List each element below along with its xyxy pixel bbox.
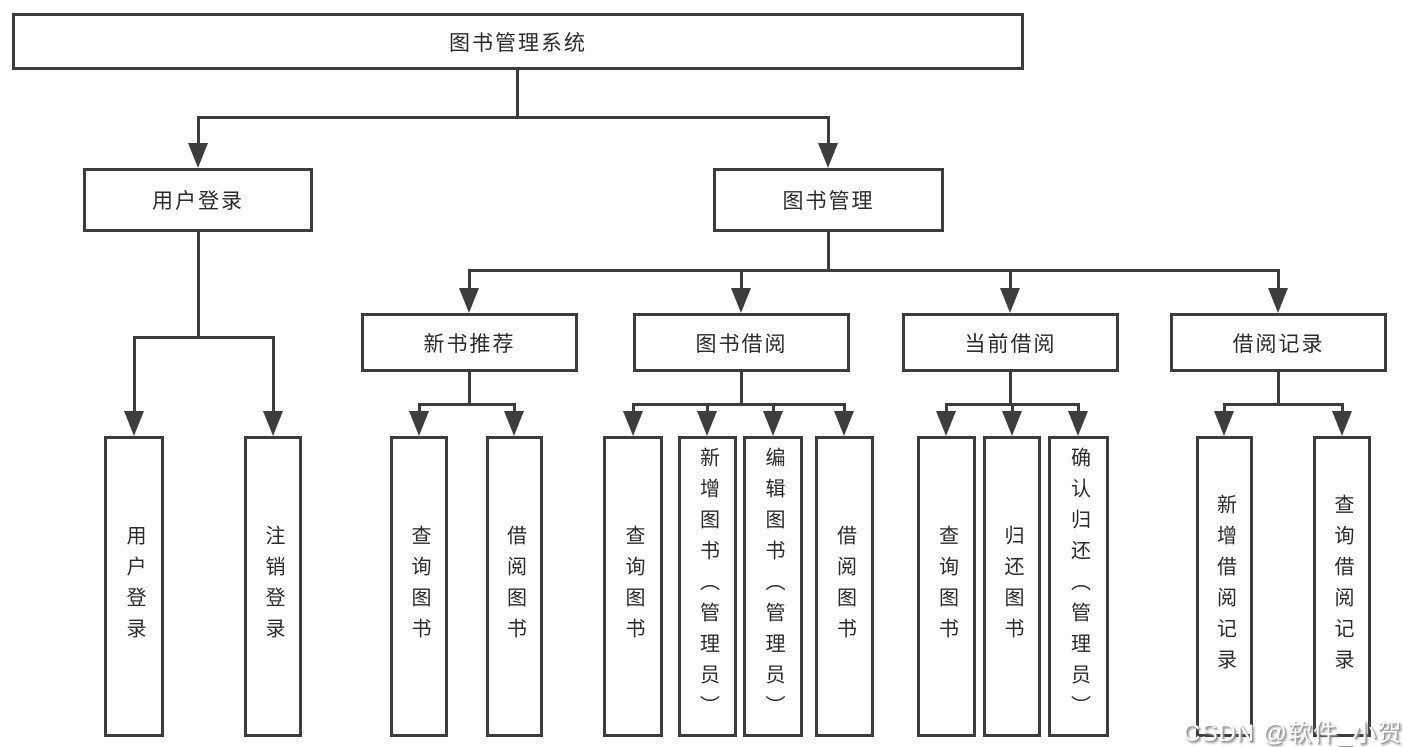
- connector-line-v: [1011, 403, 1014, 415]
- connector-line-v: [827, 118, 830, 148]
- connector-line-v: [133, 336, 136, 414]
- node-label: 新增借阅记录: [1213, 493, 1236, 680]
- arrow-down-icon: [818, 143, 838, 168]
- node-edit-books-admin: 编辑图书（管理员）: [743, 436, 803, 737]
- arrow-down-icon: [731, 288, 751, 313]
- arrow-down-icon: [1214, 411, 1234, 436]
- connector-line-v: [1009, 372, 1012, 406]
- node-return-books: 归还图书: [983, 436, 1041, 737]
- node-label: 图书管理: [782, 190, 875, 213]
- node-library-management-system: 图书管理系统: [12, 13, 1024, 70]
- connector-line-v: [1009, 269, 1012, 293]
- connector-line-v: [772, 403, 775, 415]
- connector-line-v: [468, 269, 471, 293]
- arrow-down-icon: [834, 411, 854, 436]
- connector-line-v: [1277, 372, 1280, 406]
- connector-line-v: [827, 232, 830, 272]
- arrow-down-icon: [1000, 288, 1020, 313]
- arrow-down-icon: [1268, 288, 1288, 313]
- arrow-down-icon: [124, 411, 144, 436]
- node-query-books-borrowing: 查询图书: [603, 436, 663, 737]
- node-new-book-recommend: 新书推荐: [361, 313, 578, 372]
- node-current-borrowing: 当前借阅: [902, 313, 1119, 372]
- node-label: 借阅图书: [833, 524, 856, 649]
- connector-line-v: [516, 70, 519, 119]
- node-label: 新增图书（管理员）: [696, 447, 719, 726]
- connector-line-v: [197, 118, 200, 148]
- node-borrow-books-recommend: 借阅图书: [486, 436, 543, 737]
- arrow-down-icon: [188, 143, 208, 168]
- connector-line-v: [843, 403, 846, 415]
- node-book-borrowing: 图书借阅: [633, 313, 850, 372]
- arrow-down-icon: [504, 411, 524, 436]
- connector-line-v: [418, 403, 421, 415]
- arrow-down-icon: [623, 411, 643, 436]
- connector-line-v: [272, 336, 275, 414]
- connector-line-h: [632, 403, 846, 406]
- node-add-books-admin: 新增图书（管理员）: [678, 436, 737, 737]
- arrow-down-icon: [459, 288, 479, 313]
- arrow-down-icon: [936, 411, 956, 436]
- node-add-borrow-record: 新增借阅记录: [1196, 436, 1253, 737]
- arrow-down-icon: [1002, 411, 1022, 436]
- node-label: 编辑图书（管理员）: [762, 447, 784, 726]
- connector-line-v: [632, 403, 635, 415]
- connector-line-v: [468, 372, 471, 406]
- node-label: 借阅图书: [503, 524, 526, 649]
- arrow-down-icon: [263, 411, 283, 436]
- node-label: 用户登录: [152, 190, 244, 213]
- connector-line-v: [197, 232, 200, 339]
- arrow-down-icon: [1332, 411, 1352, 436]
- node-label: 归还图书: [1001, 524, 1023, 649]
- connector-line-h: [197, 116, 830, 119]
- connector-line-v: [1341, 403, 1344, 415]
- node-label: 查询图书: [935, 524, 958, 649]
- node-label: 图书管理系统: [449, 31, 587, 55]
- node-label: 用户登录: [123, 524, 145, 649]
- node-borrowing-records: 借阅记录: [1170, 313, 1387, 372]
- node-label: 注销登录: [262, 524, 284, 649]
- node-label: 当前借阅: [964, 332, 1057, 356]
- node-label: 查询图书: [408, 524, 430, 649]
- connector-line-v: [1077, 403, 1080, 415]
- node-query-books-recommend: 查询图书: [390, 436, 448, 737]
- node-borrow-books: 借阅图书: [815, 436, 874, 737]
- node-label: 新书推荐: [423, 332, 516, 356]
- node-label: 查询图书: [622, 524, 644, 649]
- arrow-down-icon: [1068, 411, 1088, 436]
- node-confirm-return-admin: 确认归还（管理员）: [1048, 436, 1109, 737]
- node-query-books-current: 查询图书: [917, 436, 976, 737]
- node-book-management: 图书管理: [713, 168, 944, 232]
- connector-line-v: [740, 269, 743, 293]
- arrow-down-icon: [697, 411, 717, 436]
- connector-line-v: [513, 403, 516, 415]
- csdn-watermark: CSDN @软件_小贺同学: [1183, 720, 1405, 747]
- arrow-down-icon: [763, 411, 783, 436]
- connector-line-h: [418, 403, 516, 406]
- node-label: 查询借阅记录: [1331, 493, 1353, 680]
- connector-line-h: [133, 336, 275, 339]
- connector-line-v: [706, 403, 709, 415]
- node-user-login: 用户登录: [83, 168, 313, 232]
- connector-line-v: [1223, 403, 1226, 415]
- connector-line-v: [1277, 269, 1280, 293]
- connector-line-h: [468, 269, 1279, 272]
- connector-line-v: [945, 403, 948, 415]
- node-logout: 注销登录: [244, 436, 302, 737]
- connector-line-v: [740, 372, 743, 406]
- connector-line-h: [1223, 403, 1343, 406]
- node-user-login-leaf: 用户登录: [104, 436, 164, 737]
- node-label: 图书借阅: [695, 332, 788, 356]
- node-label: 确认归还（管理员）: [1067, 447, 1090, 726]
- node-label: 借阅记录: [1232, 332, 1325, 356]
- arrow-down-icon: [409, 411, 429, 436]
- node-query-borrow-record: 查询借阅记录: [1313, 436, 1371, 737]
